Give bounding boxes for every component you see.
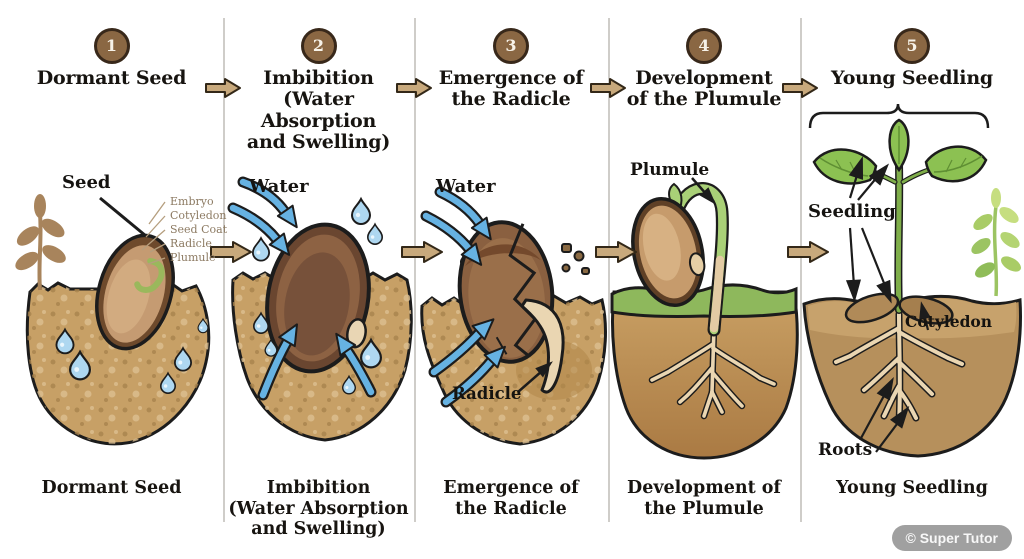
- dormant-seed-illustration: [15, 194, 211, 446]
- seedling-pointer-arrows: [846, 156, 898, 304]
- watermark-badge: © Super Tutor: [891, 525, 1012, 551]
- roots-label: Roots: [818, 440, 873, 460]
- roots-pointer-arrows: [859, 376, 914, 453]
- water-label: Water: [436, 176, 496, 197]
- flow-arrow-icon: [396, 78, 432, 98]
- seed-coat-label: Seed Coat: [170, 223, 228, 236]
- stage-number-badge: 1: [93, 28, 130, 64]
- seed-label: Seed: [62, 172, 111, 193]
- dormant-seed: [95, 233, 175, 351]
- stage-number-badge: 2: [300, 28, 337, 64]
- cotyledon-part-label: Cotyledon: [170, 209, 227, 222]
- roots: [832, 310, 966, 426]
- seed: [631, 196, 706, 308]
- stage-header-2: 2 Imbibition (Water Absorption and Swell…: [223, 28, 414, 154]
- soil-block: [610, 283, 799, 460]
- stage-title: Imbibition (Water Absorption and Swellin…: [246, 67, 391, 154]
- stage-caption-2: Imbibition (Water Absorption and Swellin…: [228, 478, 409, 540]
- stage-title: Development of the Plumule: [626, 67, 782, 111]
- plumule-part-label: Plumule: [170, 251, 216, 264]
- radicle-label: Radicle: [452, 384, 522, 403]
- radicle-pointer-arrow: [517, 356, 557, 393]
- radicle-emergence-illustration: [420, 186, 607, 446]
- flow-arrow-icon: [595, 241, 637, 263]
- grass-line: [610, 283, 798, 318]
- stage-number-badge: 4: [686, 28, 722, 64]
- panel-divider: [414, 18, 416, 522]
- seed-pointer-line: [99, 196, 147, 238]
- stage-caption-4: Development of the Plumule: [627, 478, 781, 519]
- stage-header-1: 1 Dormant Seed: [0, 28, 223, 89]
- stage-header-5: 5 Young Seedling: [800, 28, 1024, 89]
- flow-arrow-icon: [210, 241, 252, 263]
- plumule-label: Plumule: [630, 160, 710, 180]
- stage-title: Young Seedling: [830, 67, 994, 89]
- decorative-green-plant: [971, 188, 1021, 297]
- plumule-pointer-arrow: [691, 177, 721, 209]
- stage-title: Dormant Seed: [36, 67, 187, 89]
- flow-arrow-icon: [401, 241, 443, 263]
- brown-plant-decoration: [15, 194, 66, 291]
- embryo-label: Embryo: [170, 195, 214, 208]
- flow-arrow-icon: [787, 241, 829, 263]
- radicle-part-label: Radicle: [170, 237, 212, 250]
- cotyledon-label: Cotyledon: [905, 312, 993, 331]
- stage-caption-3: Emergence of the Radicle: [443, 478, 579, 519]
- stage-header-4: 4 Development of the Plumule: [608, 28, 800, 111]
- stage-title: Emergence of the Radicle: [438, 67, 584, 111]
- imbibition-illustration: [227, 176, 413, 442]
- water-absorption-arrows: [227, 176, 377, 401]
- stage-number-badge: 3: [493, 28, 529, 64]
- brace: [808, 103, 990, 129]
- water-label: Water: [249, 176, 309, 197]
- flow-arrow-icon: [782, 78, 818, 98]
- cotyledons: [844, 292, 954, 325]
- stage-caption-1: Dormant Seed: [41, 478, 182, 498]
- flow-arrow-icon: [205, 78, 241, 98]
- seedling-label: Seedling: [808, 201, 896, 222]
- plumule-development-illustration: [610, 177, 799, 460]
- stage-number-badge: 5: [894, 28, 930, 64]
- panel-divider: [223, 18, 225, 522]
- part-leader-lines: [141, 201, 166, 265]
- cotyledon-pointer-arrow: [915, 299, 931, 331]
- embryo-curl: [134, 257, 165, 293]
- plumule-shoot: [656, 182, 729, 337]
- roots: [648, 324, 778, 420]
- radicle-root: [520, 298, 565, 394]
- young-seedling-illustration: [802, 103, 1022, 458]
- panel-divider: [800, 18, 802, 522]
- water-absorption-arrows: [420, 186, 513, 408]
- flow-arrow-icon: [590, 78, 626, 98]
- panel-divider: [608, 18, 610, 522]
- stage-header-3: 3 Emergence of the Radicle: [414, 28, 608, 111]
- stage-caption-5: Young Seedling: [836, 478, 988, 498]
- stem: [894, 160, 904, 314]
- soil-mound: [25, 281, 211, 446]
